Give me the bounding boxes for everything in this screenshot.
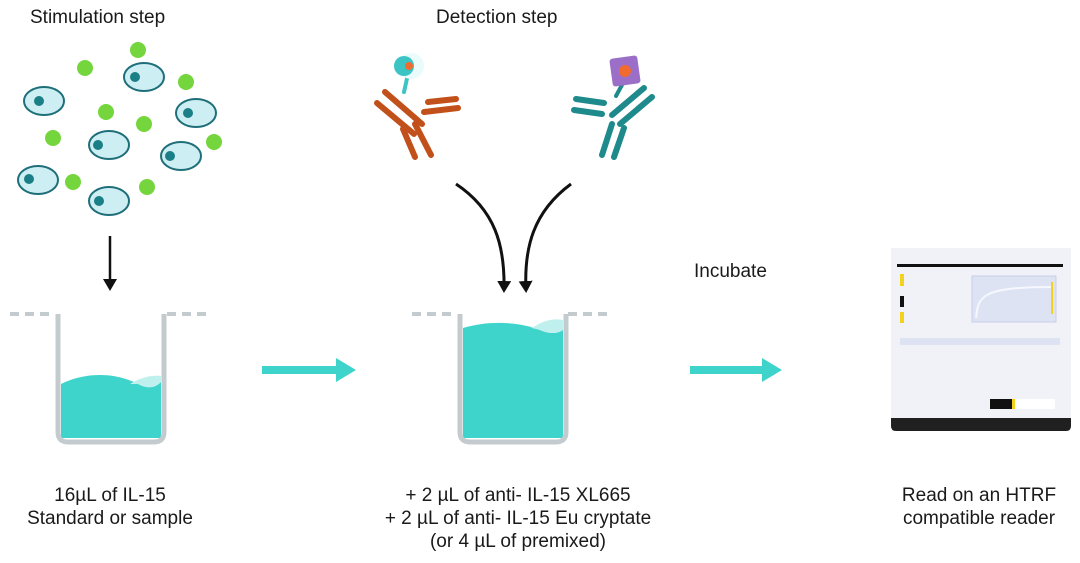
caption-antibodies: + 2 µL of anti- IL-15 XL665 + 2 µL of an… [370,484,666,553]
caption-reader: Read on an HTRF compatible reader [880,484,1078,530]
plate-reader-icon [891,248,1071,431]
cell-icon [123,62,165,92]
cell-icon [23,86,65,116]
teal-arrow-icon [690,358,782,382]
incubate-label: Incubate [694,261,767,282]
caption-line: Standard or sample [27,508,193,529]
cytokine-icon [139,179,155,195]
cytokine-icon [77,60,93,76]
antibody-eu-cryptate-icon [571,55,655,160]
caption-line: Read on an HTRF [901,485,1057,506]
well-icon [412,312,613,445]
cytokine-icon [130,42,146,58]
caption-line: compatible reader [902,508,1056,529]
stimulation-step-title: Stimulation step [30,7,166,28]
well-icon [10,312,212,445]
curved-arrow-icon [518,182,572,293]
caption-line: + 2 µL of anti- IL-15 Eu cryptate [384,508,652,529]
caption-line: + 2 µL of anti- IL-15 XL665 [405,485,631,506]
detection-step-title: Detection step [436,7,558,28]
cell-icon [160,141,202,171]
cytokine-icon [65,174,81,190]
cell-icon [175,98,217,128]
cytokine-icon [98,104,114,120]
cytokine-icon [206,134,222,150]
teal-arrow-icon [262,358,356,382]
cytokine-icon [45,130,61,146]
caption-line: (or 4 µL of premixed) [429,531,607,552]
caption-sample: 16µL of IL-15 Standard or sample [21,484,199,530]
stimulation-cells-group [17,42,222,216]
cell-icon [17,165,59,195]
caption-line: 16µL of IL-15 [54,485,166,506]
curved-arrow-icon [455,182,512,293]
cell-icon [88,186,130,216]
antibody-xl665-icon [374,53,461,160]
cytokine-icon [178,74,194,90]
cytokine-icon [136,116,152,132]
cell-icon [88,130,130,160]
